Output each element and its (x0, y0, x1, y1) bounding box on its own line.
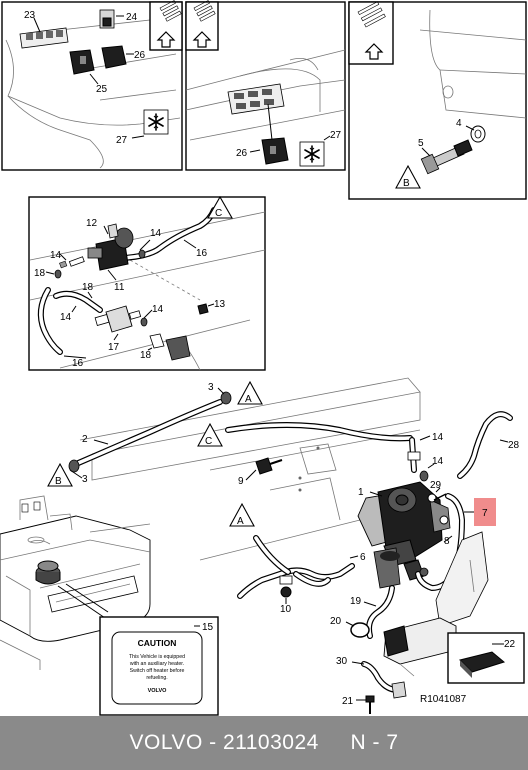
callout-25: 25 (96, 84, 108, 95)
main-assembly: 2 3 A 3 B C 14 14 9 28 (0, 377, 525, 716)
snowflake-icon (299, 141, 325, 167)
callout-9: 9 (238, 476, 244, 487)
callout-18b: 18 (82, 282, 94, 293)
panel-switch-location: 23 24 26 25 27 (1, 0, 183, 171)
callout-13: 13 (214, 299, 226, 310)
caution-label-15: CAUTION This Vehicle is equipped with an… (99, 616, 219, 716)
footer-text: VOLVO - 21103024 N - 7 (129, 731, 399, 754)
caution-line-4: refueling. (146, 675, 167, 681)
callout-14f: 14 (432, 456, 444, 467)
callout-29: 29 (430, 480, 442, 491)
callout-26b: 26 (236, 148, 248, 159)
bolt-13 (197, 303, 209, 315)
callout-4: 4 (456, 118, 462, 129)
caution-line-2: with an auxiliary heater. (130, 661, 184, 667)
marker-a1: A (245, 394, 252, 405)
switch-cluster (227, 83, 285, 115)
fuel-tank (0, 495, 151, 670)
callout-30: 30 (336, 656, 348, 667)
callout-15: 15 (202, 622, 214, 633)
heater-unit-1 (357, 481, 451, 589)
switch-26 (101, 45, 127, 69)
callout-11: 11 (114, 282, 125, 293)
callout-14e: 14 (432, 432, 444, 443)
callout-2: 2 (82, 434, 88, 445)
callout-27b: 27 (330, 130, 342, 141)
switch-25 (69, 49, 95, 75)
callout-24: 24 (126, 12, 138, 23)
callout-19: 19 (350, 596, 362, 607)
marker-a2: A (237, 516, 244, 527)
marker-b2: B (55, 476, 62, 487)
switch-panel-23 (19, 27, 69, 49)
callout-14c: 14 (60, 312, 72, 323)
washer-4 (470, 125, 486, 143)
callout-21: 21 (342, 696, 354, 707)
callout-18c: 18 (140, 350, 152, 361)
panel-fuel-pump-detail: C 16 12 11 14 14 18 14 (28, 195, 266, 371)
marker-c1: C (205, 436, 212, 447)
clamp-pair (54, 256, 85, 279)
caution-brand: VOLVO (148, 688, 168, 694)
parts-diagram: 23 24 26 25 27 (0, 0, 527, 716)
highlight-box (474, 498, 496, 526)
snowflake-icon (143, 109, 169, 135)
callout-6: 6 (360, 552, 366, 563)
panel-dashboard-switch: 26 27 (185, 0, 346, 171)
panel-part-22: 22 (447, 632, 525, 684)
callout-12: 12 (86, 218, 98, 229)
callout-28: 28 (508, 440, 520, 451)
callout-7: 7 (482, 508, 488, 519)
marker-b1: B (403, 178, 410, 189)
callout-20: 20 (330, 616, 342, 627)
callout-10: 10 (280, 604, 292, 615)
callout-3a: 3 (208, 382, 214, 393)
bolt-9 (255, 457, 283, 475)
callout-18a: 18 (34, 268, 46, 279)
fuel-filter-17 (94, 305, 142, 333)
callout-22: 22 (504, 639, 516, 650)
callout-14a: 14 (150, 228, 162, 239)
caution-title: CAUTION (138, 638, 177, 648)
callout-14d: 14 (152, 304, 164, 315)
marker-c2: C (215, 208, 222, 219)
callout-26a: 26 (134, 50, 146, 61)
callout-3b: 3 (82, 474, 88, 485)
callout-5: 5 (418, 138, 424, 149)
nipple-5 (420, 139, 473, 175)
bolt-21 (365, 695, 375, 714)
switch-26b (261, 137, 289, 165)
part-number-footer: VOLVO - 21103024 N - 7 (0, 716, 528, 770)
caution-line-3: Switch off heater before (130, 668, 185, 674)
callout-27a: 27 (116, 135, 128, 146)
callout-17: 17 (108, 342, 120, 353)
callout-16a: 16 (196, 248, 208, 259)
callout-1: 1 (358, 487, 364, 498)
reference-number: R1041087 (420, 694, 467, 705)
callout-16b: 16 (72, 358, 84, 369)
caution-line-1: This Vehicle is equipped (129, 654, 185, 660)
fuel-pump-11 (87, 223, 134, 271)
callout-23: 23 (24, 10, 36, 21)
callout-14b: 14 (50, 250, 62, 261)
switch-24 (99, 9, 115, 29)
callout-8: 8 (444, 536, 450, 547)
panel-nipple-detail: 5 4 B (348, 1, 527, 200)
